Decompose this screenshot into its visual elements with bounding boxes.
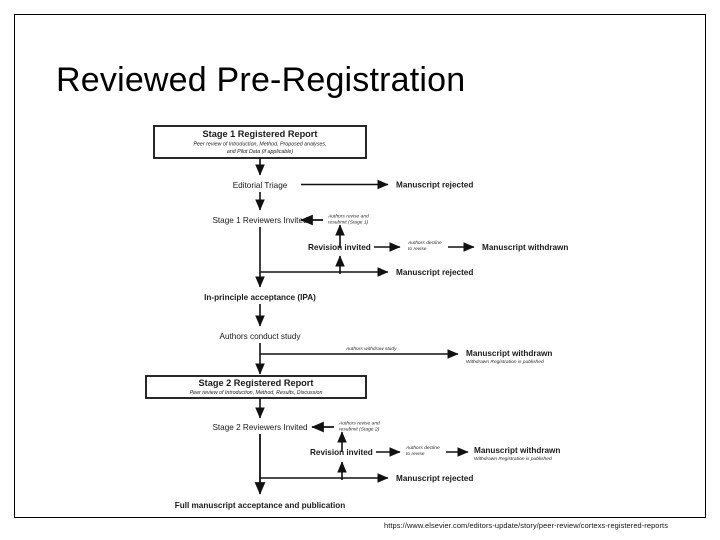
node-stage1-reviewers-invited: Stage 1 Reviewers Invited [212,216,308,225]
label-authors-decline-2-line2: to revise [406,451,425,457]
label-authors-revise-stage1-line1: Authors revise and [327,214,369,220]
node-stage2-registered-report: Stage 2 Registered Report Peer review of… [145,375,367,399]
label-authors-decline-1-line2: to revise [408,246,427,252]
node-revision-invited-1: Revision invited [308,243,371,252]
node-authors-conduct-study: Authors conduct study [219,332,301,341]
label-authors-withdraw-study: Authors withdraw study [345,346,397,352]
node-manuscript-withdrawn-1: Manuscript withdrawn [482,243,568,252]
node-revision-invited-2: Revision invited [310,448,373,457]
source-url-footer[interactable]: https://www.elsevier.com/editors-update/… [384,521,669,530]
stage2-box-subtitle: Peer review of Introduction, Method, Res… [190,390,323,396]
stage1-box-subtitle-line2: and Pilot Data (if applicable) [227,149,293,155]
label-authors-decline-2-line1: Authors decline [405,445,440,451]
node-manuscript-rejected-2: Manuscript rejected [396,268,473,277]
node-in-principle-acceptance: In-principle acceptance (IPA) [204,293,316,302]
node-full-manuscript-acceptance: Full manuscript acceptance and publicati… [175,501,346,510]
node-manuscript-withdrawn-3: Manuscript withdrawn [474,446,560,455]
label-authors-decline-1-line1: Authors decline [407,240,442,246]
label-authors-revise-stage2-line1: Authors revise and [338,421,380,427]
node-editorial-triage: Editorial Triage [233,181,288,190]
stage1-box-title: Stage 1 Registered Report [203,129,318,139]
caption-withdrawn-registration-2: Withdrawn Registration is published [466,359,544,365]
label-authors-revise-stage2-line2: resubmit (Stage 2) [339,427,380,433]
stage1-box-subtitle-line1: Peer review of Introduction, Method, Pro… [193,142,326,148]
registered-reports-flowchart: Stage 1 Registered Report Peer review of… [96,122,596,518]
node-stage2-reviewers-invited: Stage 2 Reviewers Invited [212,423,308,432]
node-manuscript-withdrawn-2: Manuscript withdrawn [466,349,552,358]
node-stage1-registered-report: Stage 1 Registered Report Peer review of… [153,125,367,159]
page-title: Reviewed Pre-Registration [56,61,466,99]
slide-border [14,14,706,518]
stage2-box-title: Stage 2 Registered Report [199,378,314,388]
label-authors-revise-stage1-line2: resubmit (Stage 1) [328,220,369,226]
node-manuscript-rejected-1: Manuscript rejected [396,181,473,190]
caption-withdrawn-registration-3: Withdrawn Registration is published [474,456,552,462]
node-manuscript-rejected-3: Manuscript rejected [396,474,473,483]
